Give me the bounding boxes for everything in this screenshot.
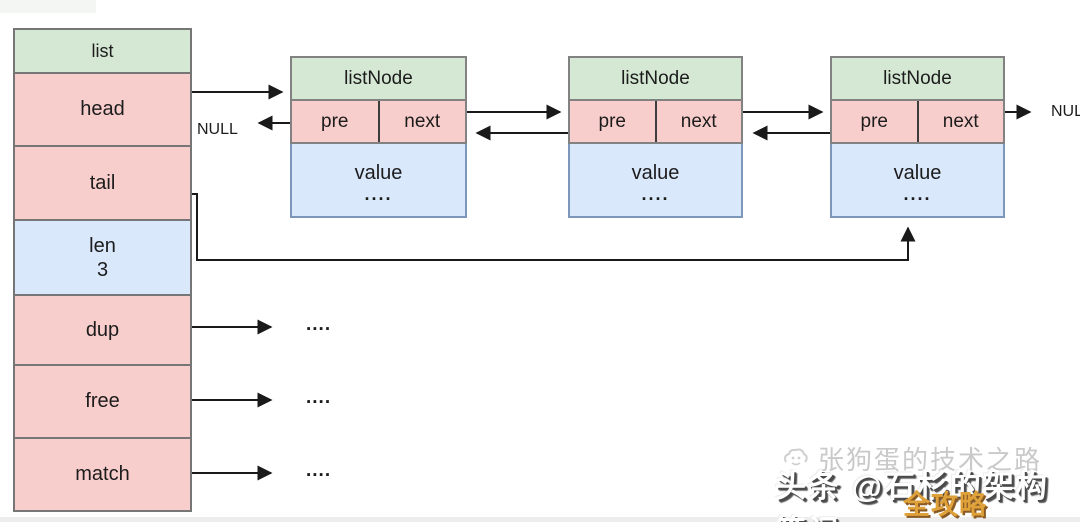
len-value: 3 [96, 258, 109, 281]
watermark-line2: 头条 @石杉的架构笔记 [775, 469, 1049, 522]
watermark-doodle-icon [784, 448, 808, 465]
watermark-line1-text: 张狗蛋的技术之路 [818, 445, 1043, 475]
list-field-dup: dup [15, 294, 190, 364]
node1-pre-cell: pre [292, 101, 380, 142]
node2-pointer-row: pre next [568, 101, 743, 144]
list-node-1: listNode pre next value .... [290, 56, 467, 218]
node1-value-cell: value .... [290, 144, 467, 218]
node3-value-dots: .... [903, 183, 932, 204]
dup-dots-label: .... [306, 314, 332, 335]
list-field-len: len 3 [15, 219, 190, 294]
list-node-2: listNode pre next value .... [568, 56, 743, 218]
node3-pre-cell: pre [832, 101, 919, 142]
list-field-head: head [15, 72, 190, 145]
watermark-line1: 张狗蛋的技术之路 [782, 440, 1042, 477]
node1-pointer-row: pre next [290, 101, 467, 144]
null-left-label: NULL [197, 121, 238, 138]
bottom-margin-strip [0, 517, 1080, 522]
node1-title: listNode [290, 56, 467, 101]
len-label: len [89, 234, 116, 257]
list-struct-table: list head tail len 3 dup free match [13, 28, 192, 512]
free-dots-label: .... [306, 387, 332, 408]
top-margin-strip [0, 0, 96, 13]
node1-next-cell: next [379, 101, 465, 142]
list-field-tail: tail [15, 145, 190, 219]
list-struct-title: list [15, 30, 190, 72]
null-right-label: NULL [1051, 103, 1080, 120]
match-dots-label: .... [306, 460, 332, 481]
node3-next-cell: next [918, 101, 1003, 142]
watermark-badge: 全攻略 [903, 490, 987, 520]
list-node-3: listNode pre next value .... [830, 56, 1005, 218]
node3-value-cell: value .... [830, 144, 1005, 218]
list-field-free: free [15, 364, 190, 437]
node2-title: listNode [568, 56, 743, 101]
node2-value-label: value [631, 161, 680, 184]
node2-value-cell: value .... [568, 144, 743, 218]
node3-title: listNode [830, 56, 1005, 101]
node2-next-cell: next [656, 101, 741, 142]
node2-pre-cell: pre [570, 101, 657, 142]
list-field-match: match [15, 437, 190, 510]
node1-value-label: value [354, 161, 403, 184]
node1-value-dots: .... [364, 183, 393, 204]
node3-pointer-row: pre next [830, 101, 1005, 144]
node2-value-dots: .... [641, 183, 670, 204]
node3-value-label: value [893, 161, 942, 184]
